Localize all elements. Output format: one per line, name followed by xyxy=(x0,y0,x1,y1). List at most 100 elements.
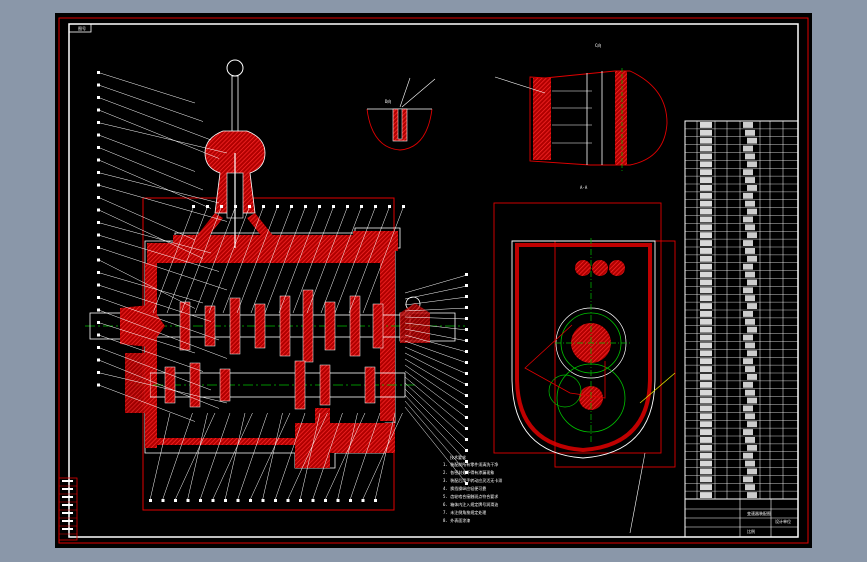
parts-cell-material xyxy=(743,381,753,388)
parts-cell-name xyxy=(700,255,712,262)
right-leader-1 xyxy=(404,274,468,294)
parts-cell-name xyxy=(700,177,712,183)
left-balloon-13 xyxy=(97,221,100,224)
bottom-leader-9 xyxy=(249,412,291,501)
bottom-balloon-2 xyxy=(161,499,165,502)
parts-list-table xyxy=(684,120,799,500)
bottom-leader-1 xyxy=(149,412,171,501)
d-view-leader-2 xyxy=(401,78,436,108)
main-gear-7 xyxy=(324,301,336,351)
cad-drawing: 图号 xyxy=(58,17,809,544)
parts-cell-name xyxy=(700,484,712,491)
parts-cell-name xyxy=(700,169,712,176)
parts-cell-name xyxy=(700,350,712,357)
left-balloon-12 xyxy=(97,208,100,212)
left-leader-17 xyxy=(99,272,204,304)
bottom-balloon-1 xyxy=(149,499,152,502)
main-shaft-gears xyxy=(179,289,384,363)
top-leader-4 xyxy=(194,207,236,314)
corner-label-box xyxy=(68,23,92,33)
parts-cell-name xyxy=(700,240,712,246)
parts-cell-material xyxy=(745,366,755,372)
bottom-balloon-6 xyxy=(211,499,215,502)
parts-cell-material xyxy=(743,358,753,365)
right-balloon-15 xyxy=(465,427,468,430)
parts-cell-name xyxy=(700,232,712,239)
right-balloon-6 xyxy=(465,328,468,331)
parts-cell-name xyxy=(700,342,712,349)
section-path xyxy=(524,324,606,399)
left-balloon-26 xyxy=(97,383,100,387)
parts-cell-material xyxy=(745,484,755,491)
right-leader-14 xyxy=(404,370,468,419)
main-gear-8 xyxy=(349,295,361,357)
revision-block xyxy=(58,477,78,541)
top-leader-9 xyxy=(264,207,306,314)
right-leader-13 xyxy=(404,364,468,408)
parts-cell-material xyxy=(747,350,757,357)
bottom-leader-6 xyxy=(212,412,253,501)
cad-viewport[interactable]: 图号 xyxy=(55,13,812,548)
parts-cell-material xyxy=(747,161,757,168)
right-leader-3 xyxy=(404,296,468,306)
bottom-leader-4 xyxy=(187,412,208,501)
bottom-leader-7 xyxy=(224,412,246,501)
parts-cell-name xyxy=(700,358,712,365)
counter-gear-2 xyxy=(189,362,201,408)
top-balloon-8 xyxy=(290,205,293,208)
c-view-leader xyxy=(494,76,546,94)
parts-cell-material xyxy=(743,452,753,459)
parts-cell-material xyxy=(747,185,757,191)
parts-cell-name xyxy=(700,452,712,459)
left-leader-18 xyxy=(99,285,212,322)
parts-cell-name xyxy=(700,129,712,136)
bottom-balloon-17 xyxy=(349,499,352,502)
d-view-leader-1 xyxy=(399,77,411,108)
left-balloon-19 xyxy=(97,296,100,299)
top-balloon-3 xyxy=(220,205,223,208)
scale-label: 比例 xyxy=(747,528,755,534)
top-balloon-9 xyxy=(304,205,307,208)
parts-cell-material xyxy=(747,421,757,428)
bottom-leader-10 xyxy=(262,412,283,501)
end-view-leader xyxy=(629,452,646,534)
d-view-detail: D向 xyxy=(366,77,436,151)
bottom-leader-17 xyxy=(349,412,381,501)
right-balloon-8 xyxy=(465,350,468,353)
tech-req-item: 7. 未注倒角按规定处理 xyxy=(443,509,486,515)
top-balloon-6 xyxy=(262,205,265,208)
parts-cell-name xyxy=(700,476,712,483)
parts-cell-name xyxy=(700,287,712,294)
top-leader-15 xyxy=(348,207,390,314)
bottom-balloon-4 xyxy=(186,499,190,502)
right-leader-2 xyxy=(404,285,468,300)
a-a-view-boundary xyxy=(493,202,662,454)
top-leader-2 xyxy=(166,207,208,314)
top-leader-14 xyxy=(334,207,376,314)
school-label: 设计单位 xyxy=(775,518,791,524)
left-balloon-11 xyxy=(97,196,100,199)
shift-lever xyxy=(231,75,239,137)
tech-req-item: 3. 装配后用手转动应灵活无卡滞 xyxy=(443,477,502,483)
parts-cell-name xyxy=(700,389,712,396)
top-leader-10 xyxy=(278,207,320,314)
parts-cell-material xyxy=(743,429,753,435)
parts-cell-name xyxy=(700,311,712,317)
bottom-balloon-15 xyxy=(324,499,327,502)
right-balloon-7 xyxy=(465,339,468,342)
right-leader-16 xyxy=(404,382,468,441)
main-gear-5 xyxy=(279,295,291,357)
parts-cell-material xyxy=(747,208,757,215)
right-leader-15 xyxy=(404,376,468,430)
bottom-balloon-10 xyxy=(261,499,265,502)
right-leader-11 xyxy=(404,352,468,386)
left-balloon-20 xyxy=(97,308,100,312)
parts-cell-material xyxy=(745,413,755,420)
parts-cell-name xyxy=(700,216,712,223)
right-leader-4 xyxy=(404,307,468,312)
top-leader-3 xyxy=(180,207,222,314)
left-leader-3 xyxy=(99,97,212,141)
right-balloon-9 xyxy=(465,361,468,364)
left-leader-12 xyxy=(99,210,204,259)
